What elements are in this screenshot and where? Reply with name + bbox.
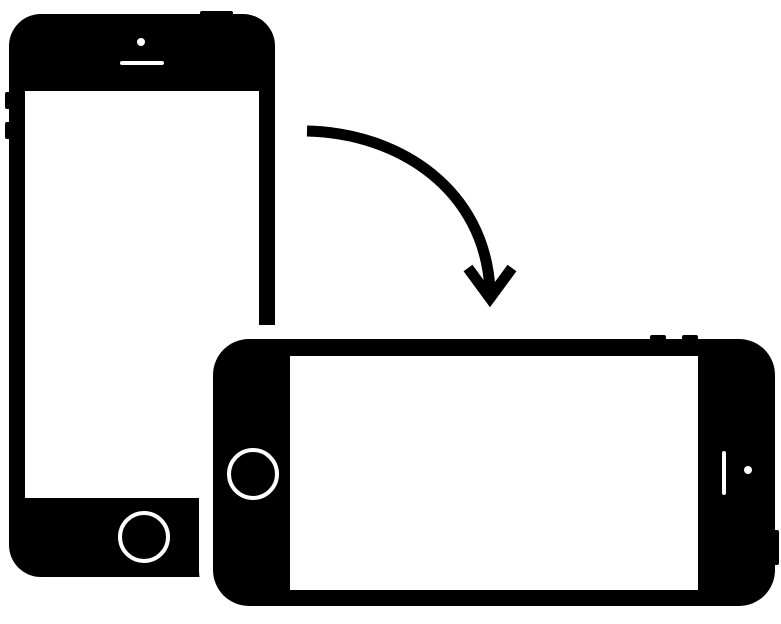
landscape-home-button [227,448,279,500]
landscape-camera-dot [744,466,752,474]
smartphone-landscape-icon [199,325,781,620]
portrait-home-button [118,511,170,563]
portrait-camera-dot [137,38,145,46]
landscape-screen [290,356,698,590]
landscape-speaker [722,451,726,495]
portrait-speaker [120,61,164,65]
curved-arrow-down-icon [306,125,517,308]
